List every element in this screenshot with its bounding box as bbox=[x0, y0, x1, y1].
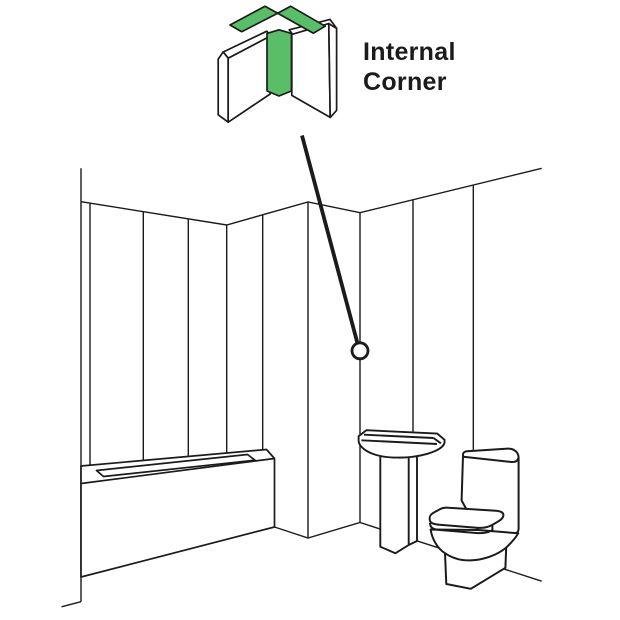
left-panel-front-face bbox=[227, 34, 272, 124]
floor-line-left bbox=[61, 601, 82, 608]
toilet-bowl-foot bbox=[429, 528, 520, 590]
basin-rim-line bbox=[432, 437, 442, 445]
toilet bbox=[428, 447, 520, 590]
corner-trim-cap-right bbox=[276, 5, 327, 35]
corner-trim-strip bbox=[266, 28, 293, 97]
toilet-seat bbox=[428, 506, 505, 529]
pointer-line bbox=[300, 135, 360, 344]
toilet-bowl-foot-edge bbox=[444, 546, 507, 562]
toilet-seat-thickness-edge bbox=[428, 522, 494, 535]
right-panel-side-face bbox=[327, 22, 338, 119]
corner-marker-circle bbox=[350, 341, 370, 361]
right-panel-front-face bbox=[290, 22, 332, 119]
pedestal-basin bbox=[357, 429, 446, 555]
basin-rim-line bbox=[361, 439, 438, 445]
bathtub bbox=[80, 448, 276, 578]
callout-label-line2: Corner bbox=[363, 68, 447, 96]
callout-pointer bbox=[300, 135, 370, 361]
left-panel-side-face bbox=[217, 51, 230, 124]
internal-corner-trim-icon bbox=[217, 5, 338, 124]
bathtub-front-rim-edge bbox=[80, 457, 275, 485]
basin-rim-line bbox=[363, 433, 434, 439]
toilet-cistern-top-edge bbox=[463, 455, 520, 464]
callout-label: Internal Corner bbox=[363, 37, 456, 97]
bathtub-inner-opening bbox=[95, 453, 256, 478]
basin-pedestal bbox=[379, 450, 418, 555]
corner-trim-cap-left bbox=[229, 5, 279, 33]
bathtub-body bbox=[80, 448, 276, 578]
callout-label-line1: Internal bbox=[363, 38, 456, 66]
